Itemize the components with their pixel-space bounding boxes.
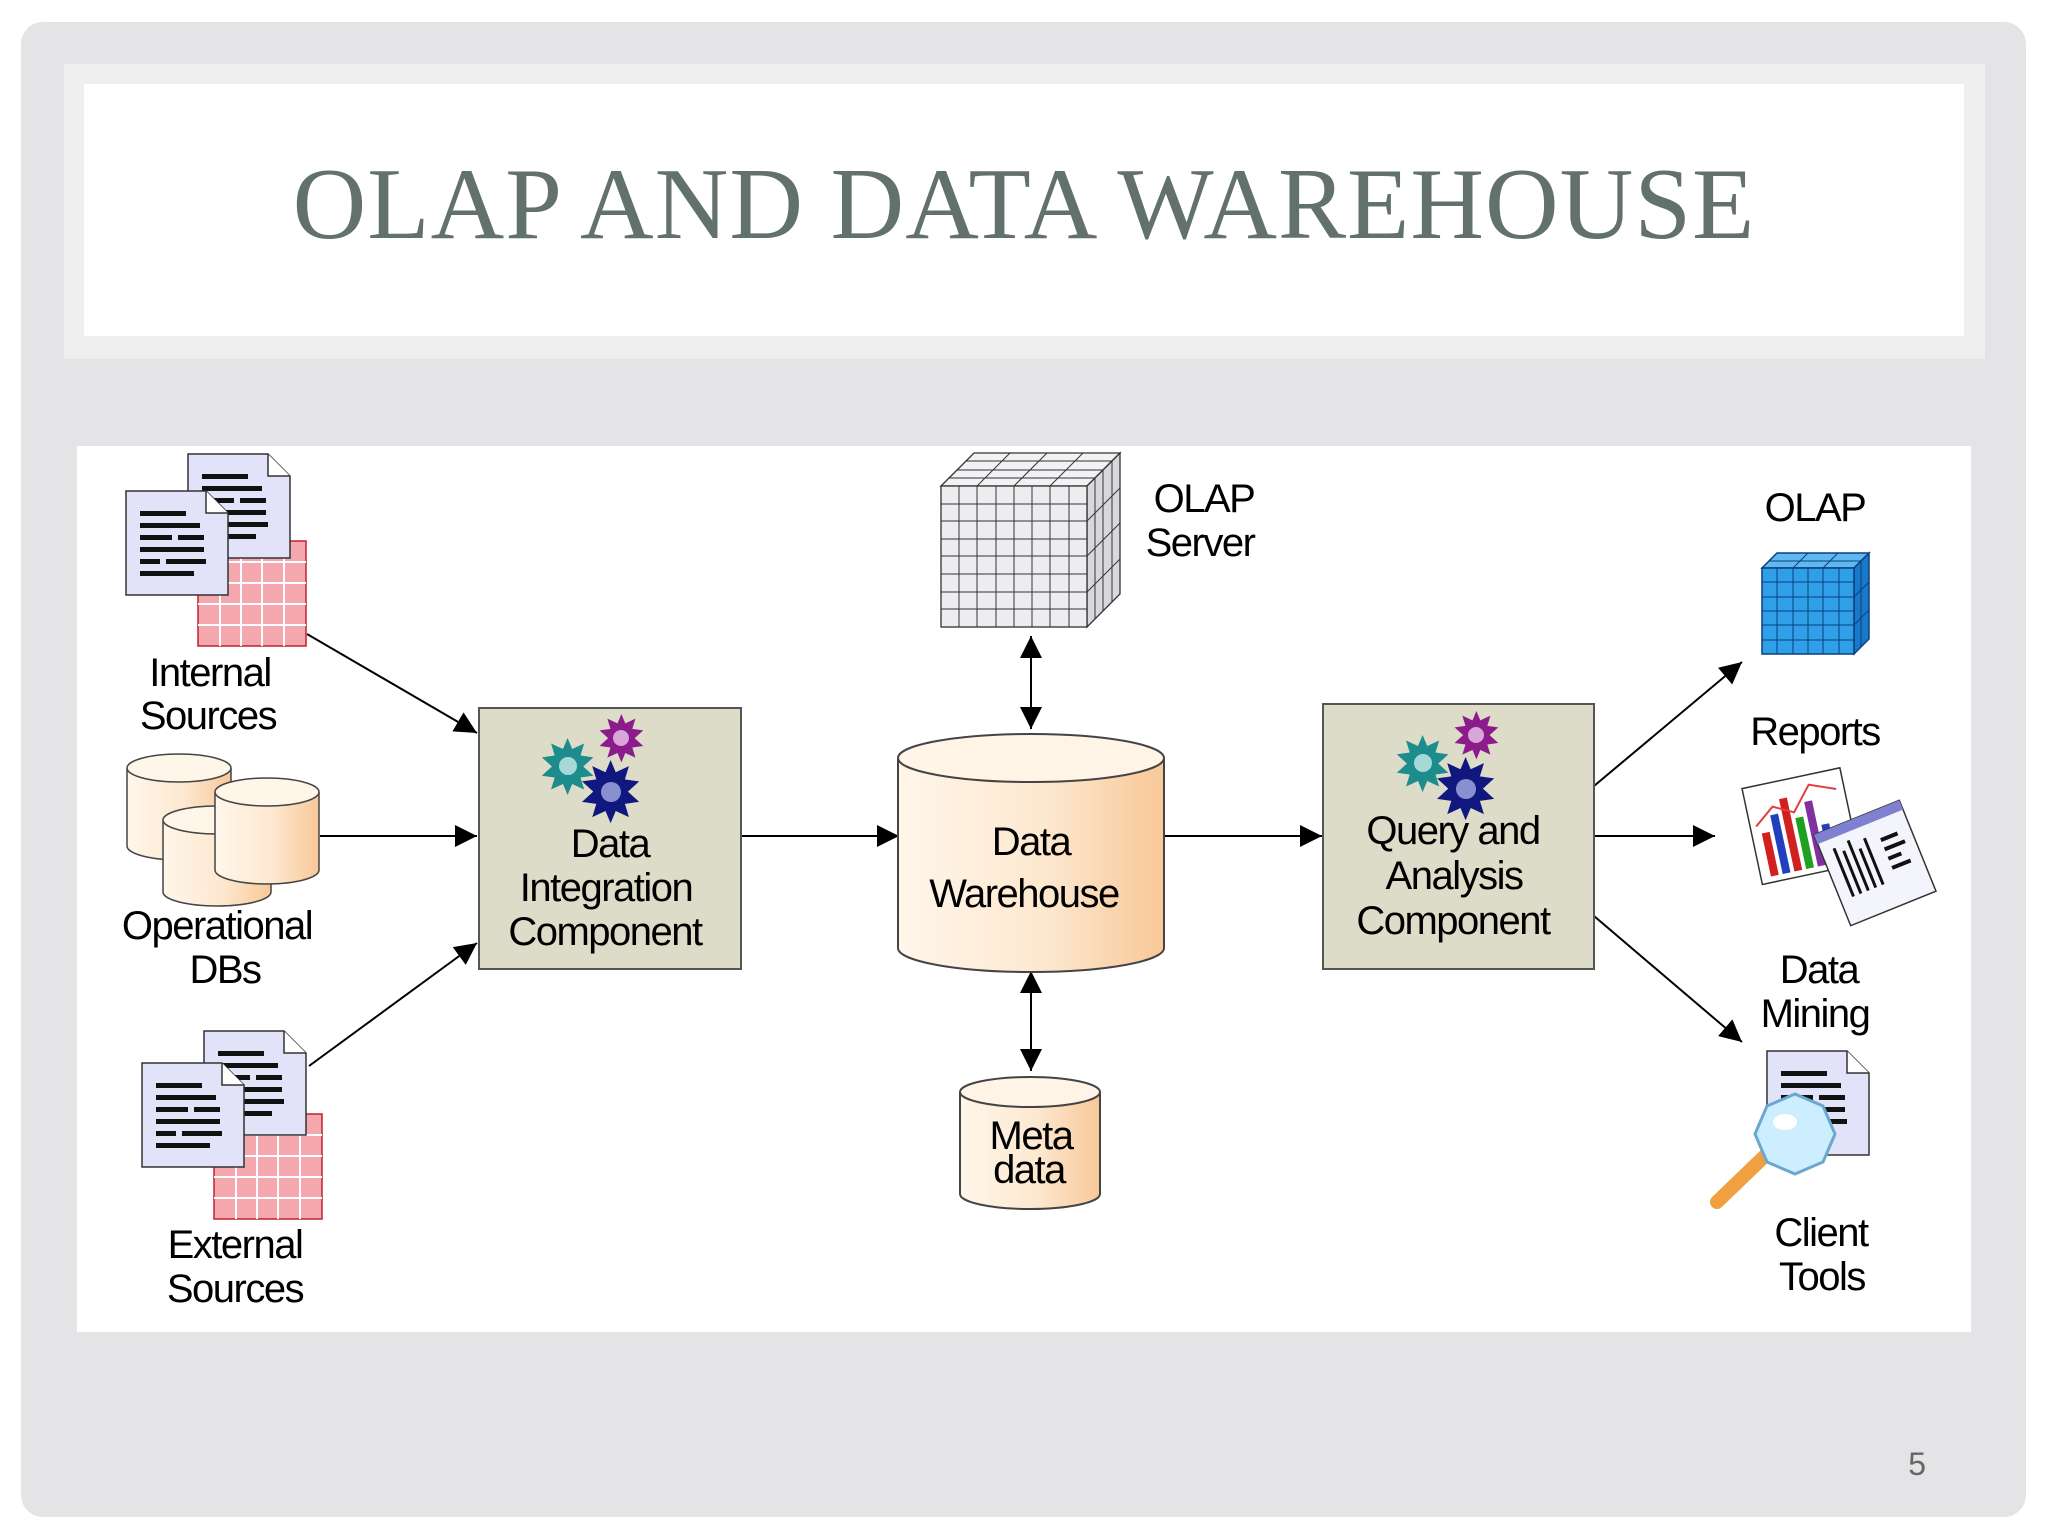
- integration-label: Integration: [520, 866, 693, 910]
- data-mining-label: Data: [1780, 948, 1861, 992]
- query-label: Component: [1356, 899, 1551, 943]
- metadata-cylinder-icon: [959, 1076, 1101, 1210]
- operational-dbs: [126, 753, 320, 907]
- cube-icon: [939, 451, 1122, 629]
- integration-label: Data: [571, 822, 652, 866]
- architecture-diagram: Internal Sources Operational DBs Externa…: [122, 451, 1937, 1311]
- metadata-label: data: [993, 1148, 1067, 1192]
- external-sources-label: Sources: [167, 1267, 304, 1311]
- internal-sources-label: Sources: [140, 694, 277, 738]
- reports-label: Reports: [1750, 710, 1880, 754]
- internal-sources: Internal Sources: [125, 453, 307, 738]
- olap-output: OLAP: [1760, 486, 1871, 656]
- query-analysis-component: Query and Analysis Component: [1322, 703, 1595, 970]
- document-icon: [125, 490, 229, 596]
- warehouse-label: Data: [992, 820, 1073, 864]
- magnifier-icon: [1710, 1092, 1837, 1209]
- metadata-label: Meta: [990, 1114, 1075, 1158]
- client-tools-label: Tools: [1779, 1255, 1865, 1299]
- external-sources: External Sources: [141, 1030, 323, 1311]
- operational-dbs-label: DBs: [189, 948, 261, 992]
- reports-icon: [1741, 766, 1937, 927]
- olap-label: OLAP: [1765, 486, 1866, 530]
- operational-dbs-label: Operational: [122, 904, 312, 948]
- page-number: 5: [1908, 1446, 1926, 1482]
- title-area: OLAP AND DATA WAREHOUSE: [84, 84, 1964, 336]
- query-label: Analysis: [1386, 854, 1523, 898]
- client-tools-label: Client: [1774, 1211, 1869, 1255]
- olap-server-label: OLAP: [1154, 477, 1255, 521]
- reports-output: Reports: [1741, 710, 1937, 927]
- client-tools-group: Client Tools: [1774, 1211, 1870, 1299]
- metadata: Meta data: [959, 1076, 1101, 1210]
- data-mining-label: Mining: [1761, 992, 1870, 1036]
- data-integration-component: Data Integration Component: [478, 707, 742, 970]
- warehouse-label: Warehouse: [929, 872, 1119, 916]
- database-icon: [214, 777, 320, 885]
- query-label: Query and: [1366, 809, 1539, 853]
- data-mining-output: Data Mining: [1710, 948, 1871, 1209]
- blue-cube-icon: [1760, 551, 1871, 656]
- integration-label: Component: [508, 910, 703, 954]
- olap-server-label: Server: [1146, 521, 1256, 565]
- data-warehouse: Data Warehouse: [897, 733, 1165, 973]
- olap-server: OLAP Server: [939, 451, 1257, 629]
- external-sources-label: External: [168, 1223, 303, 1267]
- warehouse-cylinder-icon: [897, 733, 1165, 973]
- slide-title: OLAP AND DATA WAREHOUSE: [292, 147, 1756, 261]
- internal-sources-label: Internal: [149, 651, 270, 695]
- diagram-panel: Internal Sources Operational DBs Externa…: [77, 446, 1971, 1332]
- flow-arrows: [306, 633, 1743, 1071]
- document-icon: [141, 1062, 245, 1168]
